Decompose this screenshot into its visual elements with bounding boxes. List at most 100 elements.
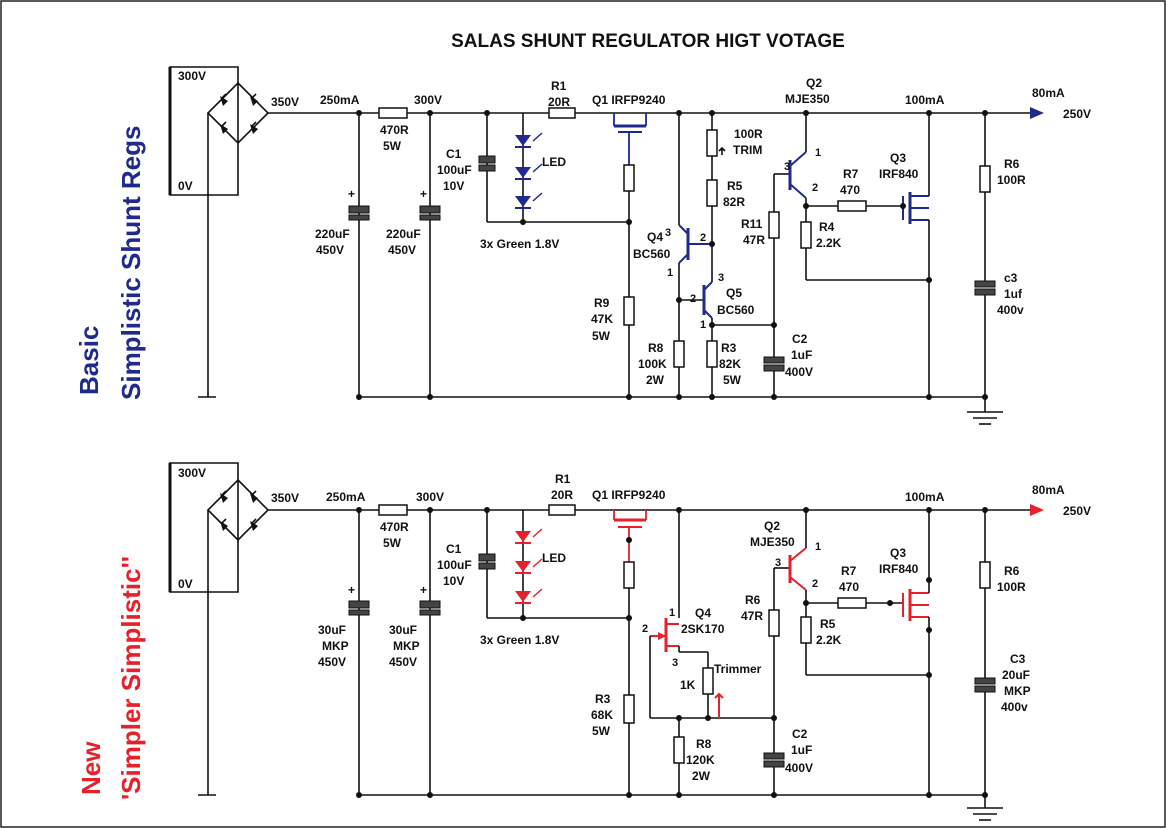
bottom-c1-capacitor bbox=[478, 553, 496, 562]
top-q5-part: BC560 bbox=[717, 303, 755, 317]
top-r9-resistor bbox=[623, 296, 635, 326]
top-r3-ref: R3 bbox=[721, 341, 737, 355]
bottom-side-label-1: New bbox=[76, 741, 106, 795]
bottom-led-label: LED bbox=[542, 551, 566, 565]
bottom-transformer-0v: 0V bbox=[178, 577, 193, 591]
top-node-250ma: 250mA bbox=[320, 93, 360, 107]
top-q4-ref: Q4 bbox=[647, 230, 663, 244]
top-q5-ref: Q5 bbox=[726, 286, 742, 300]
bottom-led-string bbox=[515, 528, 543, 604]
bottom-node-100ma: 100mA bbox=[905, 490, 945, 504]
top-led-label: LED bbox=[542, 155, 566, 169]
top-c3-value: 1uf bbox=[1004, 287, 1023, 301]
bottom-r3-value: 68K bbox=[591, 708, 613, 722]
top-r6-ref: R6 bbox=[1004, 157, 1020, 171]
top-c2-value: 1uF bbox=[791, 348, 812, 362]
top-q3-part: IRF840 bbox=[879, 167, 919, 181]
bottom-q2-pin2: 2 bbox=[812, 578, 818, 590]
top-q2-ref: Q2 bbox=[806, 76, 822, 90]
top-resistor-470r bbox=[378, 107, 408, 119]
top-q2-pin1: 1 bbox=[815, 147, 821, 159]
top-r5-resistor bbox=[706, 179, 718, 207]
top-r4-value: 2.2K bbox=[816, 236, 842, 250]
top-q2-pin3: 3 bbox=[784, 161, 790, 173]
top-r7-resistor bbox=[837, 200, 867, 212]
top-q4-pin2: 2 bbox=[700, 232, 706, 244]
top-q3-ref: Q3 bbox=[890, 151, 906, 165]
bottom-c1-rating: 10V bbox=[443, 574, 464, 588]
top-q4-transistor bbox=[678, 224, 712, 264]
bottom-rin-value: 470R bbox=[380, 520, 409, 534]
top-cap2-plus: + bbox=[420, 187, 427, 201]
bottom-c2-value: 1uF bbox=[791, 743, 812, 757]
top-output-arrow bbox=[1030, 107, 1044, 119]
top-node-350v: 350V bbox=[271, 95, 299, 109]
bottom-q4-part: 2SK170 bbox=[681, 622, 725, 636]
top-q5-pin3: 3 bbox=[718, 272, 724, 284]
top-c2-capacitor bbox=[763, 356, 785, 364]
bottom-c2-rating: 400V bbox=[785, 761, 813, 775]
bottom-q3-part: IRF840 bbox=[879, 562, 919, 576]
top-r9-value: 47K bbox=[591, 312, 613, 326]
bottom-q3-mosfet bbox=[902, 589, 929, 621]
top-r8-resistor bbox=[673, 340, 685, 368]
bottom-r6-resistor bbox=[979, 561, 991, 589]
bottom-r1-value: 20R bbox=[551, 488, 573, 502]
bottom-q4-pin1: 1 bbox=[669, 607, 675, 619]
top-c1-capacitor bbox=[478, 155, 496, 164]
bottom-c1-ref: C1 bbox=[446, 542, 462, 556]
bottom-c3-type: MKP bbox=[1004, 684, 1031, 698]
bottom-c3-capacitor bbox=[974, 677, 996, 685]
top-cap1-value: 220uF bbox=[315, 227, 350, 241]
bottom-q2-ref: Q2 bbox=[764, 519, 780, 533]
bottom-cap1-rating: 450V bbox=[318, 655, 346, 669]
top-cap1-rating: 450V bbox=[316, 243, 344, 257]
top-trim-note: TRIM bbox=[733, 143, 762, 157]
top-junctions bbox=[356, 110, 988, 400]
top-q5-pin1: 1 bbox=[700, 319, 706, 331]
bottom-r8-ref: R8 bbox=[696, 737, 712, 751]
top-rin-rating: 5W bbox=[383, 139, 402, 153]
bottom-q3-ref: Q3 bbox=[890, 546, 906, 560]
top-c1-value: 100uF bbox=[437, 163, 472, 177]
top-q4-pin1: 1 bbox=[667, 267, 673, 279]
bottom-trimmer-label: Trimmer bbox=[714, 662, 762, 676]
bottom-r1-resistor bbox=[548, 504, 576, 516]
top-q3-mosfet bbox=[902, 192, 929, 224]
top-node-300v: 300V bbox=[414, 93, 442, 107]
top-q2-transistor bbox=[788, 151, 807, 199]
top-r6-value: 100R bbox=[997, 173, 1026, 187]
top-c1-rating: 10V bbox=[443, 179, 464, 193]
top-cap2-value: 220uF bbox=[386, 227, 421, 241]
bottom-schematic: New 'Simpler Simplistic'' 300V 0V 350V 8… bbox=[76, 462, 1091, 821]
top-transformer-300v: 300V bbox=[178, 69, 206, 83]
top-c2-rating: 400V bbox=[785, 365, 813, 379]
top-node-250v: 250V bbox=[1063, 107, 1091, 121]
bottom-cap2-plus: + bbox=[420, 583, 427, 597]
bottom-node-250ma: 250mA bbox=[326, 490, 366, 504]
bottom-r6-47r-resistor bbox=[768, 609, 780, 637]
top-trim-value: 100R bbox=[734, 127, 763, 141]
bottom-r5-value: 2.2K bbox=[816, 633, 842, 647]
bottom-r8-rating: 2W bbox=[692, 769, 711, 783]
bottom-q2-pin3: 3 bbox=[775, 557, 781, 569]
bottom-cap1-plus: + bbox=[348, 583, 355, 597]
bottom-r6-value: 100R bbox=[997, 580, 1026, 594]
bottom-trimmer-value: 1K bbox=[680, 678, 696, 692]
top-r9-ref: R9 bbox=[594, 296, 610, 310]
bottom-r6-ref: R6 bbox=[1004, 564, 1020, 578]
top-side-label-2: Simplistic Shunt Regs bbox=[116, 126, 146, 401]
top-cap-220uf-2 bbox=[419, 205, 441, 214]
bottom-c3-rating: 400v bbox=[1001, 700, 1028, 714]
top-c1-ref: C1 bbox=[446, 147, 462, 161]
bottom-cap1-type: MKP bbox=[322, 639, 349, 653]
top-q5-pin2: 2 bbox=[690, 293, 696, 305]
top-led-note: 3x Green 1.8V bbox=[480, 237, 559, 251]
bottom-side-label-2: 'Simpler Simplistic'' bbox=[116, 556, 146, 800]
top-q1-mosfet bbox=[613, 113, 647, 165]
bottom-cap-30uf-2 bbox=[419, 600, 441, 609]
bottom-r7-ref: R7 bbox=[841, 564, 857, 578]
top-c3-capacitor bbox=[974, 280, 996, 288]
bottom-q1-label: Q1 IRFP9240 bbox=[592, 488, 666, 502]
